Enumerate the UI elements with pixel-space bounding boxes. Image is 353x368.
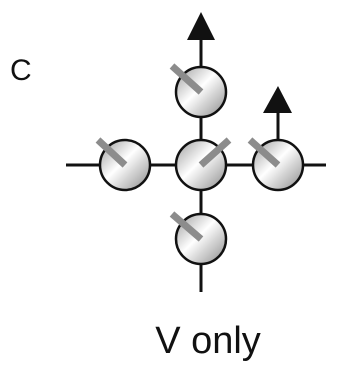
arrow-up-icon [263,86,292,113]
caption: V only [155,320,261,362]
spin-rod [198,137,232,168]
spin-top [169,63,228,119]
spin-rod [169,211,204,242]
spin-right [247,137,305,192]
spin-rod [247,137,281,168]
panel-label: C [10,54,32,87]
spin-rod [169,63,204,95]
arrowheads [187,12,292,113]
spin-center [174,137,232,192]
spin-rod [95,137,128,168]
arrow-up-icon [187,12,215,40]
spin-bottom [169,211,228,266]
spin-left [95,137,152,192]
